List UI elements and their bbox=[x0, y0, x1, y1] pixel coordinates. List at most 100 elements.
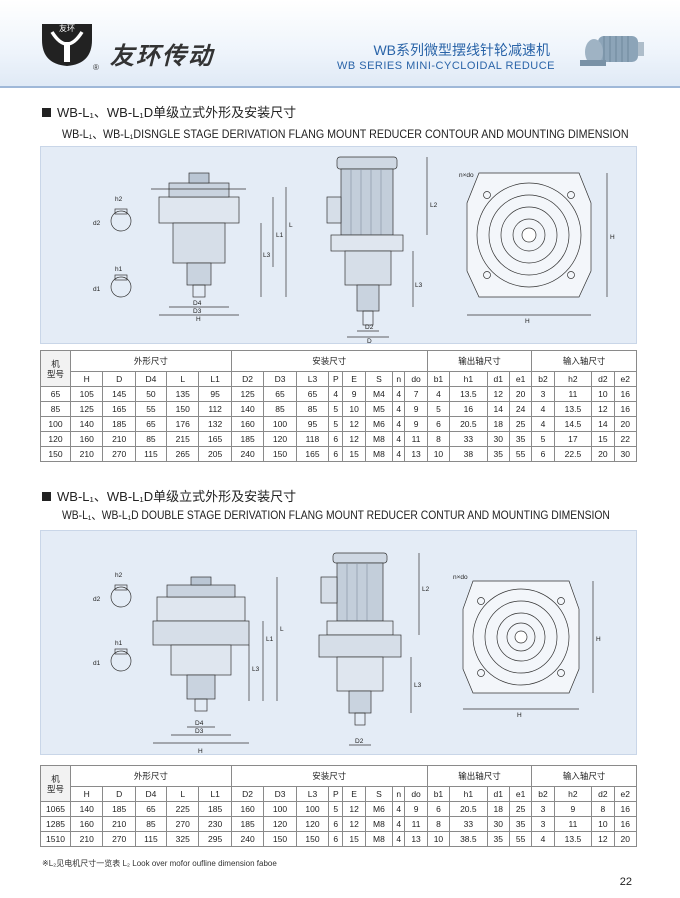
table-cell: 13.5 bbox=[553, 401, 593, 417]
section1-title-text: WB-L₁、WB-L₁D单级立式外形及安装尺寸 bbox=[57, 105, 297, 120]
col-header: L bbox=[165, 786, 200, 802]
table-cell: 16 bbox=[613, 386, 638, 402]
col-header: S bbox=[364, 786, 394, 802]
label-L1: L1 bbox=[276, 232, 284, 239]
table-cell: 9 bbox=[404, 416, 428, 432]
table-cell: M8 bbox=[364, 831, 394, 847]
table-cell: 265 bbox=[165, 446, 200, 462]
label-L: L bbox=[289, 222, 293, 229]
label-h2: h2 bbox=[115, 196, 123, 203]
table-cell: 35 bbox=[486, 831, 510, 847]
table-cell: 176 bbox=[165, 416, 200, 432]
label-H-side: H bbox=[610, 234, 615, 241]
table-cell: 14 bbox=[486, 401, 510, 417]
table-cell: 105 bbox=[69, 386, 104, 402]
table-cell: 160 bbox=[69, 431, 104, 447]
table-cell: 210 bbox=[102, 431, 136, 447]
group-header: 输出轴尺寸 bbox=[426, 765, 533, 787]
label-h1: h1 bbox=[115, 640, 123, 647]
col-header: b1 bbox=[426, 786, 451, 802]
table-cell: 4 bbox=[392, 401, 406, 417]
label-D4: D4 bbox=[193, 300, 202, 307]
table-cell: 4 bbox=[392, 831, 406, 847]
model-header: 机型号 bbox=[40, 350, 71, 387]
table-cell: 16 bbox=[613, 801, 638, 817]
table-cell: 165 bbox=[295, 446, 330, 462]
table-cell: 240 bbox=[230, 831, 265, 847]
table-cell: 4 bbox=[328, 386, 344, 402]
table-cell: 16 bbox=[449, 401, 488, 417]
section2-subtitle: WB-L₁、WB-L₁D DOUBLE STAGE DERIVATION FLA… bbox=[62, 510, 610, 522]
table-cell: 118 bbox=[295, 431, 330, 447]
table-cell: 85 bbox=[263, 401, 297, 417]
bullet-square-icon bbox=[42, 492, 51, 501]
group-header: 安装尺寸 bbox=[230, 765, 428, 787]
group-header: 输出轴尺寸 bbox=[426, 350, 533, 372]
col-header: d2 bbox=[591, 371, 615, 387]
section1-subtitle: WB-L₁、WB-L₁DISNGLE STAGE DERIVATION FLAN… bbox=[62, 129, 629, 141]
table-cell: 5 bbox=[328, 801, 344, 817]
table-cell: 30 bbox=[486, 431, 510, 447]
table-cell: 160 bbox=[230, 416, 265, 432]
table-cell: 6 bbox=[328, 446, 344, 462]
brand-name: 友环传动 bbox=[110, 41, 214, 70]
bullet-square-icon bbox=[42, 108, 51, 117]
table-cell: 215 bbox=[165, 431, 200, 447]
col-header: b2 bbox=[531, 371, 555, 387]
table-cell: M5 bbox=[364, 401, 394, 417]
table-cell: 11 bbox=[553, 816, 593, 832]
label-h2: h2 bbox=[115, 572, 123, 579]
col-header: H bbox=[69, 786, 104, 802]
col-header: P bbox=[328, 371, 344, 387]
col-header: S bbox=[364, 371, 394, 387]
table-cell: 4 bbox=[392, 816, 406, 832]
table-cell: 13 bbox=[404, 446, 428, 462]
col-header: h1 bbox=[449, 786, 488, 802]
table-cell: 100 bbox=[295, 801, 330, 817]
label-L3-side: L3 bbox=[414, 682, 422, 689]
label-d1: d1 bbox=[93, 660, 101, 667]
label-D: D bbox=[367, 338, 372, 345]
table-cell: 11 bbox=[553, 386, 593, 402]
col-header: h2 bbox=[553, 786, 593, 802]
model-cell: 1065 bbox=[40, 801, 71, 817]
table-cell: 205 bbox=[198, 446, 232, 462]
table-cell: 25 bbox=[508, 801, 533, 817]
table-cell: 210 bbox=[102, 816, 136, 832]
label-D2: D2 bbox=[365, 324, 374, 331]
table-cell: 38 bbox=[449, 446, 488, 462]
table-cell: 112 bbox=[198, 401, 232, 417]
table-cell: 9 bbox=[404, 801, 428, 817]
col-header: L bbox=[165, 371, 200, 387]
table-cell: 65 bbox=[263, 386, 297, 402]
table-cell: 140 bbox=[69, 416, 104, 432]
col-header: e1 bbox=[508, 371, 533, 387]
table-cell: 4 bbox=[426, 386, 451, 402]
table-cell: 225 bbox=[165, 801, 200, 817]
col-header: E bbox=[342, 786, 366, 802]
table-cell: 295 bbox=[198, 831, 232, 847]
table-cell: 33 bbox=[449, 431, 488, 447]
col-header: H bbox=[69, 371, 104, 387]
column-header-row: H D D4 L L1 D2 D3 L3 P E S n do b1 h1 d1… bbox=[41, 786, 638, 802]
col-header: d2 bbox=[591, 786, 615, 802]
col-header: e2 bbox=[613, 371, 638, 387]
table-cell: 270 bbox=[102, 446, 136, 462]
label-H-top: H bbox=[525, 318, 530, 325]
table-cell: 100 bbox=[263, 801, 297, 817]
table-cell: 185 bbox=[102, 416, 136, 432]
column-header-row: H D D4 L L1 D2 D3 L3 P E S n do b1 h1 d1… bbox=[41, 371, 638, 387]
table-cell: 4 bbox=[392, 446, 406, 462]
table-cell: 100 bbox=[263, 416, 297, 432]
table-cell: 11 bbox=[404, 431, 428, 447]
table-cell: 4 bbox=[531, 831, 555, 847]
table-cell: 8 bbox=[426, 431, 451, 447]
table-cell: 150 bbox=[263, 446, 297, 462]
page-number: 22 bbox=[619, 876, 632, 888]
model-cell: 100 bbox=[40, 416, 71, 432]
